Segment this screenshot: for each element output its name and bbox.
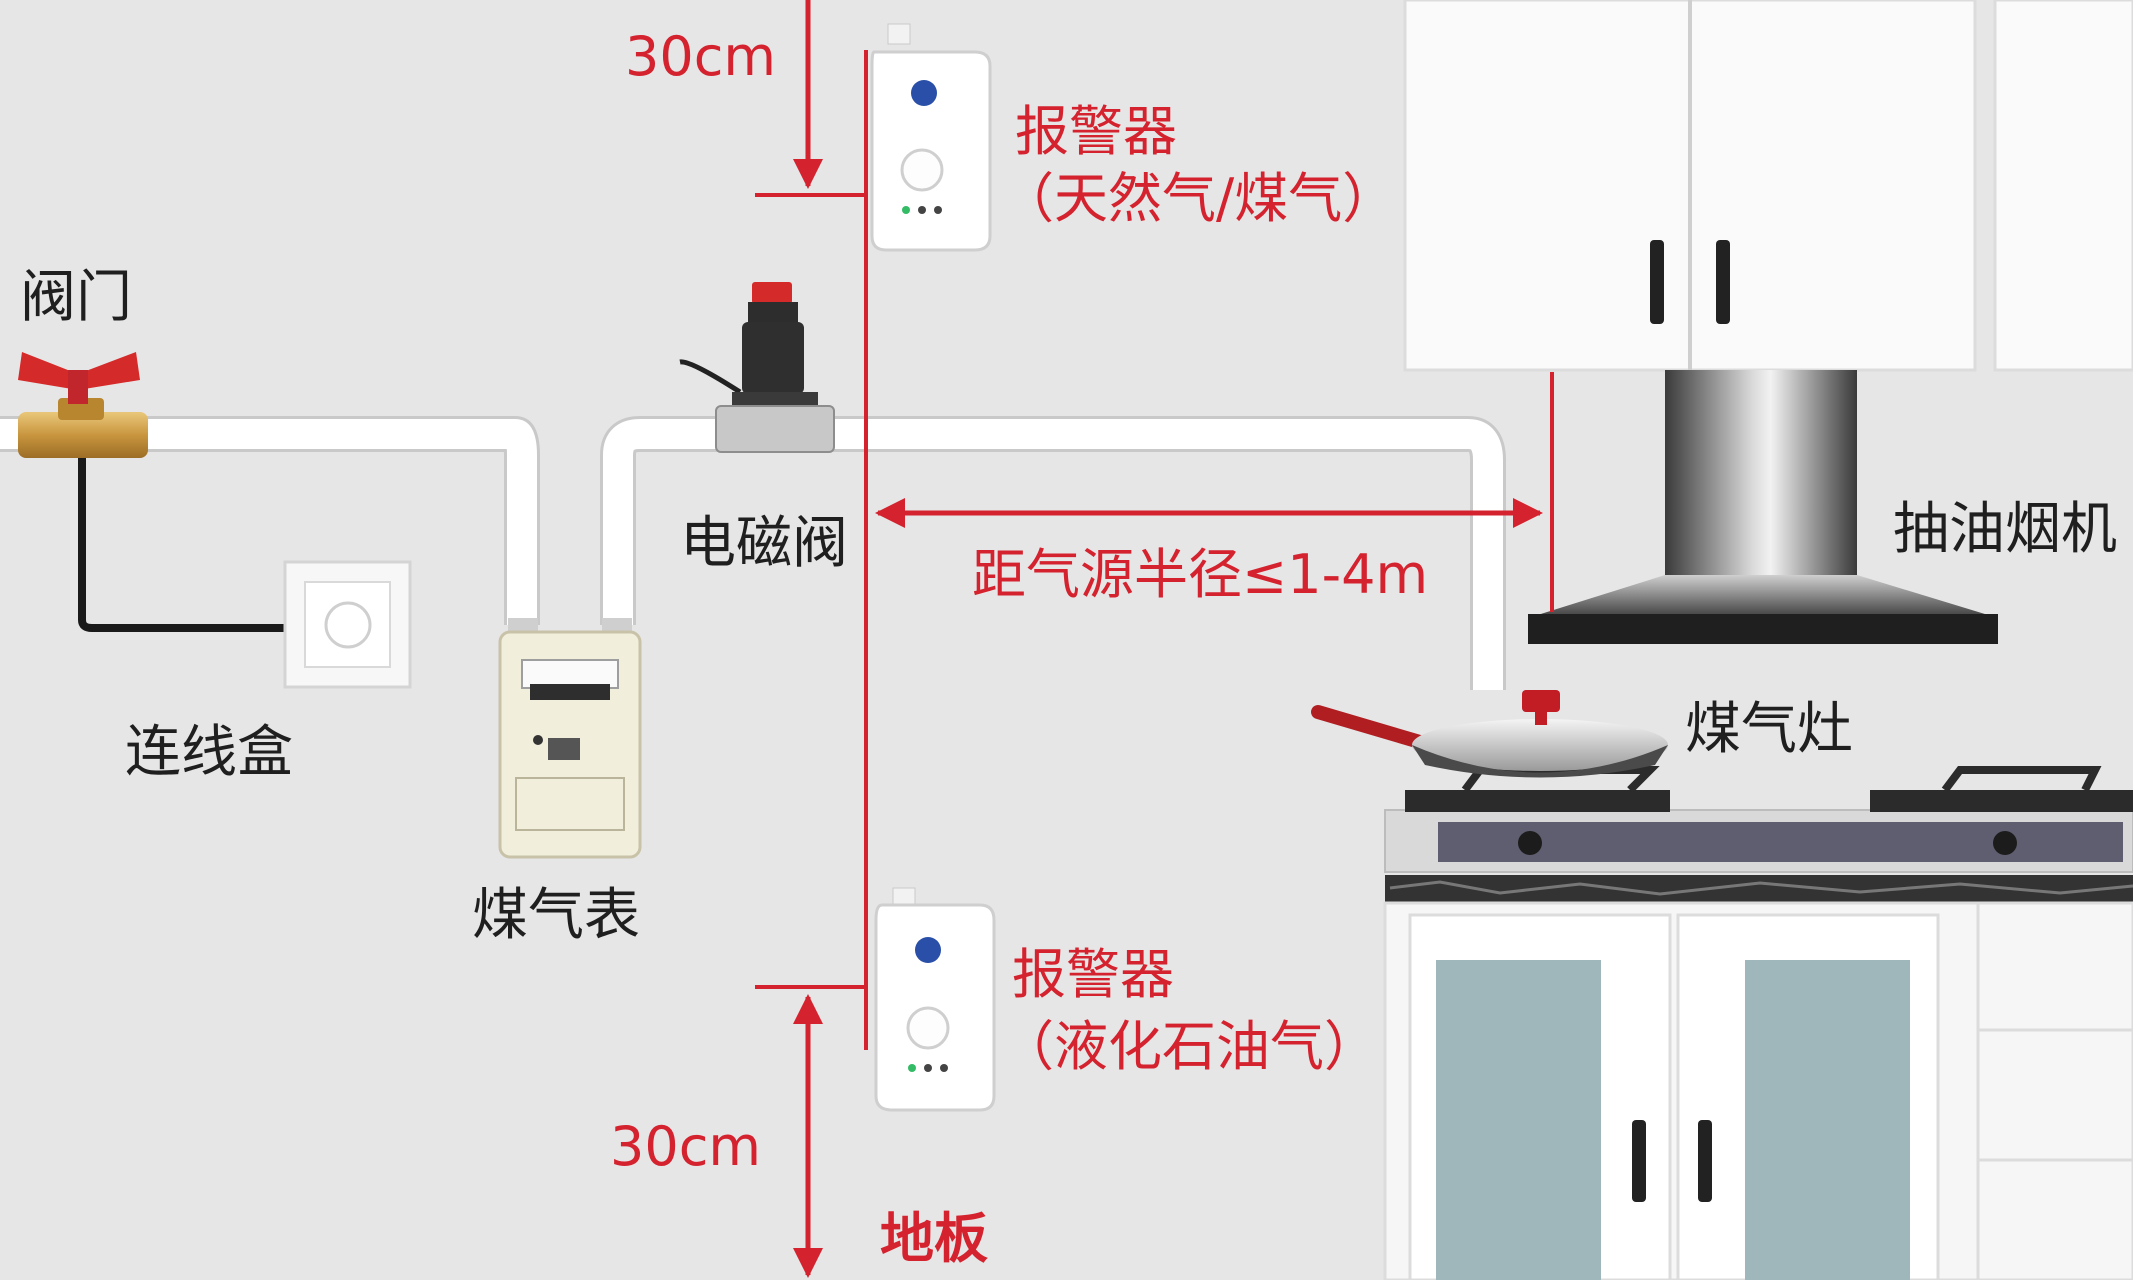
- upper-cabinets: [1403, 0, 2133, 372]
- dim-top-label: 30cm: [625, 25, 777, 88]
- gas-meter-label: 煤气表: [472, 883, 640, 948]
- frying-pan-icon: [1311, 690, 1668, 778]
- signal-cable: [78, 455, 350, 632]
- alarm-top-subtitle: （天然气/煤气）: [1000, 167, 1397, 230]
- range-hood-label: 抽油烟机: [1893, 497, 2117, 562]
- dimension-lines: [755, 0, 1554, 1278]
- floor-label: 地板: [880, 1207, 988, 1270]
- gas-alarm-icon: [870, 23, 992, 252]
- solenoid-valve-icon: [679, 282, 835, 453]
- alarm-bottom-subtitle: （液化石油气）: [1000, 1015, 1378, 1078]
- alarm-bottom-title: 报警器: [1012, 943, 1174, 1006]
- gas-stove-icon: [1384, 766, 2133, 903]
- valve-label: 阀门: [20, 265, 132, 330]
- junction-box-icon: [283, 560, 412, 689]
- dim-distance-label: 距气源半径≤1-4m: [972, 543, 1429, 606]
- gas-alarm-icon: [874, 887, 996, 1112]
- junction-box-label: 连线盒: [125, 720, 293, 785]
- alarm-top-title: 报警器: [1015, 100, 1177, 163]
- gas-meter-icon: [498, 618, 642, 859]
- lower-cabinets: [1383, 901, 2133, 1280]
- solenoid-valve-label: 电磁阀: [680, 511, 848, 576]
- ball-valve-icon: [18, 352, 148, 458]
- gas-stove-label: 煤气灶: [1685, 697, 1853, 762]
- dim-bottom-label: 30cm: [610, 1115, 762, 1178]
- range-hood-icon: [1528, 370, 1998, 644]
- gas-pipe: [0, 416, 1506, 690]
